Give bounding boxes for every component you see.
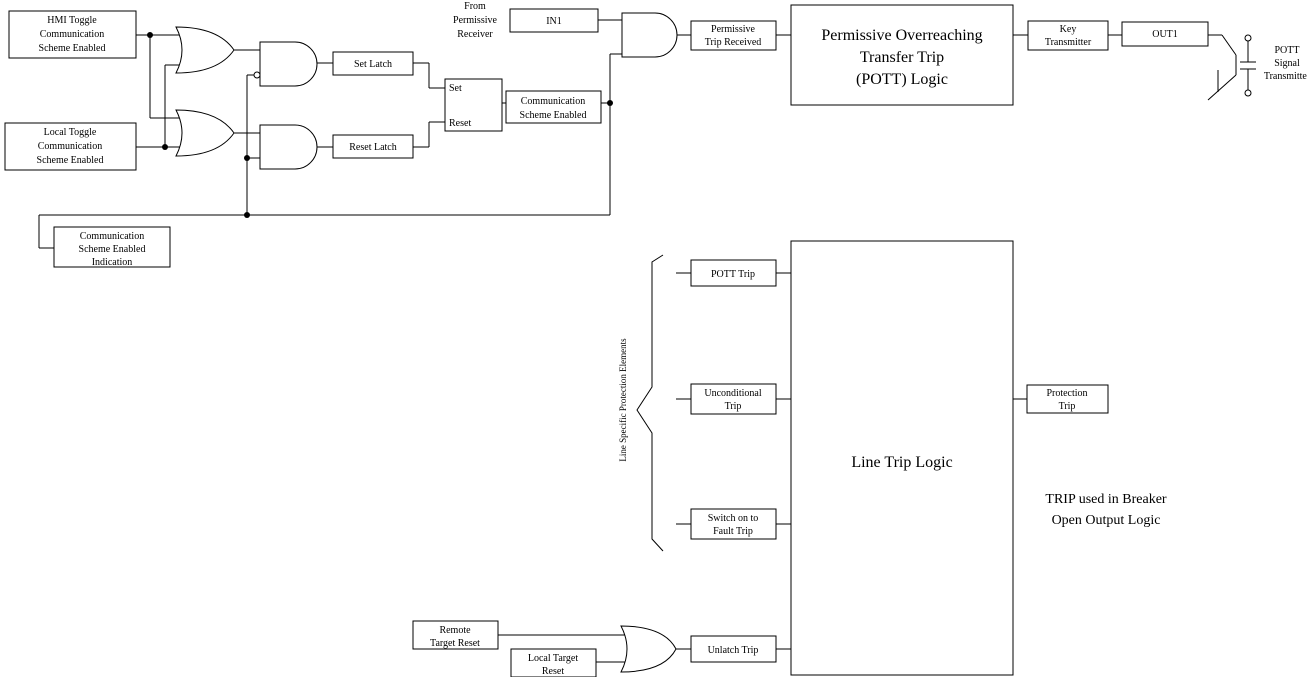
transmitter-symbol: [1240, 34, 1256, 97]
set-latch-label: Set Latch: [354, 59, 392, 70]
and-gate-reset: [259, 124, 318, 170]
hmi-toggle-line-3: Scheme Enabled: [39, 43, 106, 54]
trip-note: TRIP used in Breaker Open Output Logic: [1045, 492, 1167, 528]
local-toggle-line-2: Communication: [38, 141, 102, 152]
key-transmitter-line-1: Key: [1060, 24, 1077, 35]
permissive-trip-box: Permissive Trip Received: [690, 20, 777, 51]
line-trip-logic-box: Line Trip Logic: [790, 240, 1014, 676]
remote-reset-box: Remote Target Reset: [412, 620, 499, 650]
pott-trip-label: POTT Trip: [711, 269, 755, 280]
unlatch-trip-label: Unlatch Trip: [708, 645, 759, 656]
comm-indication-line-1: Communication: [80, 231, 144, 242]
latch-set-label: Set: [449, 83, 462, 94]
unlatch-trip-box: Unlatch Trip: [690, 635, 777, 663]
pott-logic-box: Permissive Overreaching Transfer Trip (P…: [790, 4, 1014, 106]
comm-enabled-box: Communication Scheme Enabled: [505, 90, 602, 124]
sotf-trip-box: Switch on to Fault Trip: [690, 508, 777, 540]
out1-label: OUT1: [1152, 29, 1178, 40]
unconditional-trip-box: Unconditional Trip: [690, 383, 777, 415]
remote-reset-line-1: Remote: [439, 625, 471, 636]
hmi-toggle-line-1: HMI Toggle: [47, 15, 97, 26]
protection-trip-line-1: Protection: [1046, 388, 1087, 399]
comm-enabled-line-1: Communication: [521, 96, 585, 107]
sotf-trip-line-2: Fault Trip: [713, 526, 753, 537]
local-reset-box: Local Target Reset: [510, 648, 597, 677]
pott-logic-line-2: Transfer Trip: [860, 49, 944, 66]
permissive-trip-line-1: Permissive: [711, 24, 755, 35]
in1-box: IN1: [509, 8, 599, 33]
trip-note-line-2: Open Output Logic: [1052, 513, 1161, 528]
protection-trip-line-2: Trip: [1059, 401, 1076, 412]
latch-wires: [413, 62, 445, 148]
hmi-toggle-line-2: Communication: [40, 29, 104, 40]
from-receiver-label: From Permissive Receiver: [453, 1, 497, 40]
local-toggle-line-1: Local Toggle: [44, 127, 97, 138]
pott-logic-line-1: Permissive Overreaching: [821, 27, 982, 44]
pott-signal-line-1: POTT: [1275, 45, 1300, 56]
comm-indication-box: Communication Scheme Enabled Indication: [53, 226, 171, 268]
pott-signal-label: POTT Signal Transmitter: [1264, 45, 1307, 82]
from-receiver-line-2: Permissive: [453, 15, 497, 26]
unconditional-trip-line-1: Unconditional: [704, 388, 761, 399]
sr-latch-box: Set Reset: [444, 78, 503, 132]
pott-signal-line-3: Transmitter: [1264, 71, 1307, 82]
feedback-wires: [38, 74, 613, 249]
or-gate-top: [175, 26, 235, 74]
key-transmitter-line-2: Transmitter: [1045, 37, 1092, 48]
reset-latch-box: Reset Latch: [332, 134, 414, 159]
key-transmitter-box: Key Transmitter: [1027, 20, 1109, 51]
or-gate-reset: [620, 625, 677, 673]
reset-latch-label: Reset Latch: [349, 142, 396, 153]
protection-brace: Line Specific Protection Elements: [618, 254, 664, 552]
and-gate-permissive: [621, 12, 678, 58]
latch-reset-label: Reset: [449, 118, 471, 129]
local-reset-line-2: Reset: [542, 666, 564, 677]
local-toggle-box: Local Toggle Communication Scheme Enable…: [4, 122, 137, 171]
pott-signal-line-2: Signal: [1274, 58, 1300, 69]
brace-label: Line Specific Protection Elements: [618, 338, 628, 462]
in1-label: IN1: [546, 16, 562, 27]
sotf-trip-line-1: Switch on to: [708, 513, 759, 524]
line-trip-logic-label: Line Trip Logic: [851, 454, 952, 471]
comm-enabled-line-2: Scheme Enabled: [520, 110, 587, 121]
out1-box: OUT1: [1121, 21, 1209, 47]
comm-indication-line-3: Indication: [92, 257, 133, 268]
or-gate-bottom: [175, 109, 235, 157]
pott-logic-line-3: (POTT) Logic: [856, 71, 948, 88]
from-receiver-line-3: Receiver: [457, 29, 493, 40]
local-toggle-line-3: Scheme Enabled: [37, 155, 104, 166]
comm-indication-line-2: Scheme Enabled: [79, 244, 146, 255]
local-reset-line-1: Local Target: [528, 653, 579, 664]
remote-reset-line-2: Target Reset: [430, 638, 480, 649]
toggle-wires: [136, 32, 181, 150]
contact-symbol: [1207, 34, 1237, 101]
unconditional-trip-line-2: Trip: [725, 401, 742, 412]
permissive-trip-line-2: Trip Received: [705, 37, 762, 48]
hmi-toggle-box: HMI Toggle Communication Scheme Enabled: [8, 10, 137, 59]
set-latch-box: Set Latch: [332, 51, 414, 76]
protection-trip-box: Protection Trip: [1026, 384, 1109, 414]
from-receiver-line-1: From: [464, 1, 486, 12]
pott-trip-box: POTT Trip: [690, 259, 777, 287]
and-gate-set: [253, 41, 318, 87]
trip-note-line-1: TRIP used in Breaker: [1045, 492, 1167, 507]
